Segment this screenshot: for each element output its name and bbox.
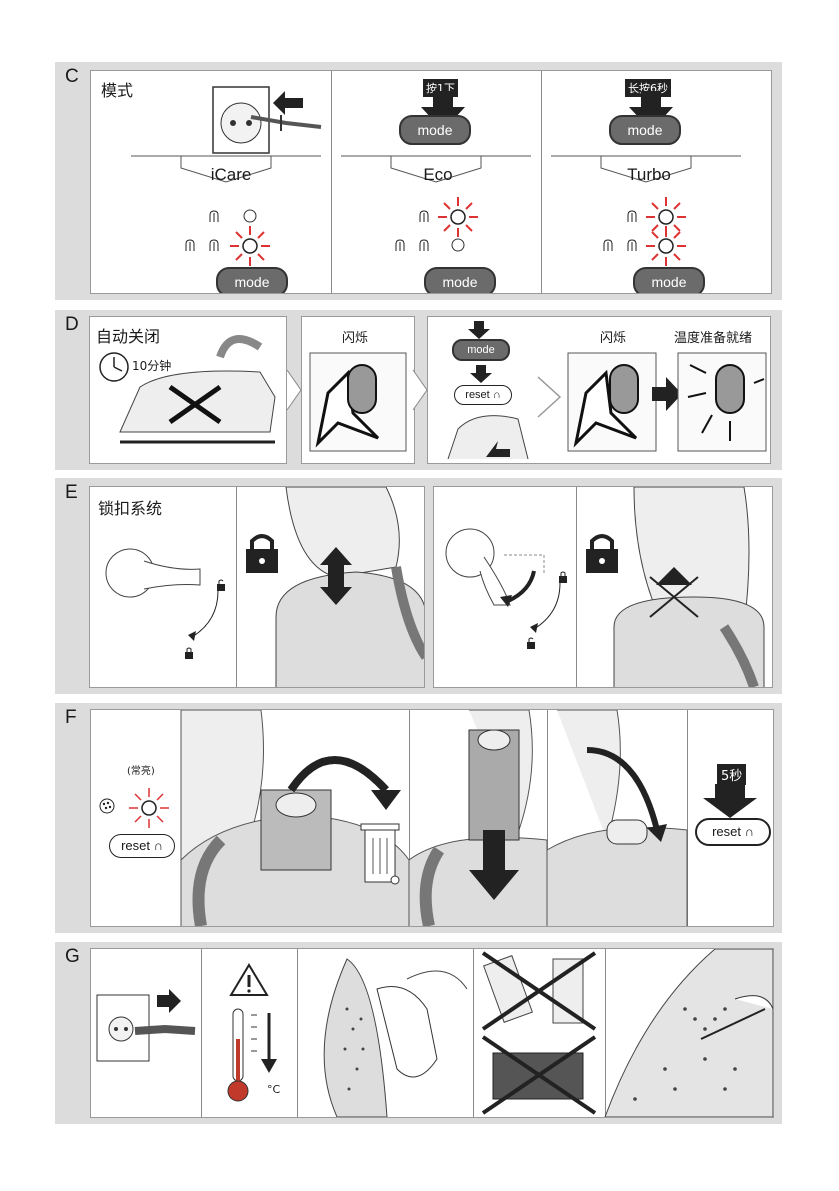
divider [201,949,202,1117]
light-burst-icon [438,197,478,237]
section-c: C 模式 iCare mode 按1下 [55,62,782,300]
chevron-right-icon [287,370,301,410]
light-ready-icon [676,353,768,453]
blinking-light-icon [308,353,408,453]
arrow-icon [273,91,303,115]
reset-label: reset [465,389,489,401]
padlock-open-icon [216,579,226,591]
lock-panel-closed: 锁扣系统 [89,486,425,688]
indicator-light-icon [451,238,465,252]
arrow-down-icon [470,365,492,383]
section-d: D 自动关闭 10分钟 闪烁 mode reset ∩ [55,310,782,470]
blink-label: 闪烁 [600,327,626,346]
section-e: E 锁扣系统 [55,478,782,694]
light-burst-icon [129,788,169,828]
mode-button[interactable]: mode [609,115,681,145]
mode-name-turbo: Turbo [616,165,682,185]
remove-tank-illustration [181,710,409,926]
clean-holes-illustration [605,949,773,1117]
wipe-soleplate-illustration [297,949,473,1117]
light-burst-icon [646,226,686,266]
reset-arc-icon: ∩ [493,389,501,401]
mode-name-icare: iCare [201,165,261,185]
steam-icon [625,209,639,223]
divider [236,487,237,687]
padlock-open-icon [526,637,536,649]
indicator-light-icon [243,209,257,223]
section-letter-e: E [65,482,78,504]
divider [541,71,542,293]
blink-label: 闪烁 [342,327,368,346]
section-letter-c: C [65,66,79,88]
seconds-label: 5秒 [717,764,746,785]
steam-icon [207,238,221,252]
blinking-light-icon [566,353,658,453]
section-letter-g: G [65,946,80,968]
light-burst-icon [230,226,270,266]
reset-arc-icon: ∩ [745,824,754,839]
steam-icon [417,238,431,252]
steady-label: (常亮) [127,762,155,777]
warning-icon [229,963,269,997]
reset-button[interactable]: reset ∩ [695,818,771,846]
lock-panel-open [433,486,773,688]
descale-panel: (常亮) reset ∩ [90,709,774,927]
station-illustration [256,487,425,687]
curved-arrow-icon [530,583,570,633]
curved-arrow-icon [188,591,228,641]
no-chemicals-icon [473,949,605,1033]
section-f: F (常亮) reset ∩ [55,703,782,933]
plug-icon [211,85,331,165]
blink-panel: 闪烁 [301,316,415,464]
chevron-right-icon [413,370,427,410]
divider [576,487,577,687]
cleaning-panel: °C [90,948,774,1118]
descale-icon [99,798,115,814]
arrow-down-icon [468,321,490,339]
mode-button[interactable]: mode [399,115,471,145]
iron-illustration [110,327,280,437]
trash-bin-icon [361,822,401,886]
unplug-icon [95,989,195,1079]
mode-button[interactable]: mode [452,339,510,361]
ready-label: 温度准备就绪 [674,327,752,346]
mode-title: 模式 [101,77,133,101]
padlock-closed-icon [558,571,568,583]
arrow-down-icon [703,784,757,818]
steam-icon [601,238,615,252]
divider [331,71,332,293]
steam-icon [393,238,407,252]
mode-name-eco: Eco [408,165,468,185]
close-lid-illustration [547,710,687,926]
auto-off-panel: 自动关闭 10分钟 [89,316,287,464]
section-letter-d: D [65,314,79,336]
mode-button[interactable]: mode [633,267,705,294]
reset-button[interactable]: reset ∩ [109,834,175,858]
mode-button[interactable]: mode [424,267,496,294]
steam-icon [207,209,221,223]
reset-arc-icon: ∩ [154,838,163,853]
mode-panel: 模式 iCare mode 按1下 mode [90,70,772,294]
chevron-right-icon [538,377,560,417]
lock-title: 锁扣系统 [98,495,162,519]
reset-button[interactable]: reset ∩ [454,385,512,405]
reset-sequence-panel: mode reset ∩ 闪烁 温度准备就绪 [427,316,771,464]
reset-label: reset [121,838,150,853]
section-letter-f: F [65,707,77,729]
padlock-closed-icon [184,647,194,659]
station-illustration [594,487,773,687]
no-scrub-icon [473,1033,605,1117]
mode-button[interactable]: mode [216,267,288,294]
hand-pressing-icon [448,409,528,459]
steam-icon [183,238,197,252]
insert-tank-illustration [409,710,547,926]
steam-icon [417,209,431,223]
temp-unit-label: °C [267,1083,280,1096]
steam-icon [625,238,639,252]
section-g: G °C [55,942,782,1124]
reset-label: reset [712,824,741,839]
